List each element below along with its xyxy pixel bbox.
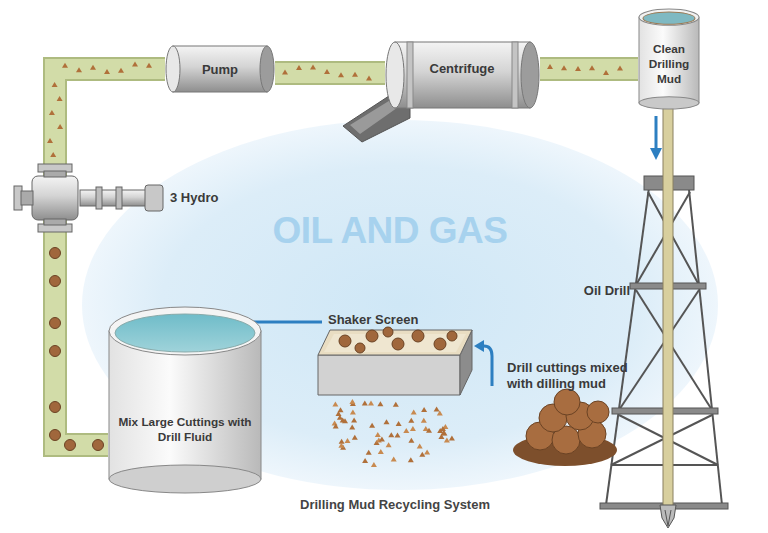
part-label: Drill cuttings mixed with dilling mud xyxy=(507,360,655,392)
shaker-screen xyxy=(318,330,472,395)
part-label: Shaker Screen xyxy=(328,312,438,328)
mud-particles xyxy=(282,65,372,81)
flow-arrow xyxy=(650,116,662,160)
part-label: Oil Drill xyxy=(548,283,630,299)
mud-particles xyxy=(547,64,623,75)
machine-cylinder: Pump xyxy=(165,44,275,94)
falling-fines xyxy=(332,399,455,467)
hydrocyclone xyxy=(14,164,163,232)
pipe-connector xyxy=(540,69,638,70)
part-label: 3 Hydro xyxy=(170,190,250,206)
node-shape xyxy=(108,305,262,495)
drill-cuttings xyxy=(339,327,457,353)
text-area: Pump xyxy=(175,44,265,94)
pipe-connector xyxy=(275,73,385,74)
diagram-title: OIL AND GAS xyxy=(190,210,590,252)
node-label: Mix Large Cuttings with Drill Fluid xyxy=(114,415,256,445)
node-label: Centrifuge xyxy=(430,61,495,76)
text-area: Mix Large Cuttings with Drill Fluid xyxy=(114,400,256,460)
storage-tank: Clean Drilling Mud xyxy=(638,8,700,110)
drill-bit xyxy=(660,505,676,528)
machine-cylinder: Centrifuge xyxy=(385,40,540,110)
drill-pipe xyxy=(663,108,673,510)
text-area: Centrifuge xyxy=(399,40,525,96)
node-label: Pump xyxy=(202,62,238,77)
text-area: Clean Drilling Mud xyxy=(638,28,700,100)
flow-arrow xyxy=(474,340,492,386)
cuttings-pile xyxy=(513,389,617,466)
storage-tank: Mix Large Cuttings with Drill Fluid xyxy=(108,305,262,495)
node-label: Clean Drilling Mud xyxy=(638,42,700,87)
diagram-caption: Drilling Mud Recycling System xyxy=(225,497,565,513)
background-ellipse xyxy=(82,120,718,490)
